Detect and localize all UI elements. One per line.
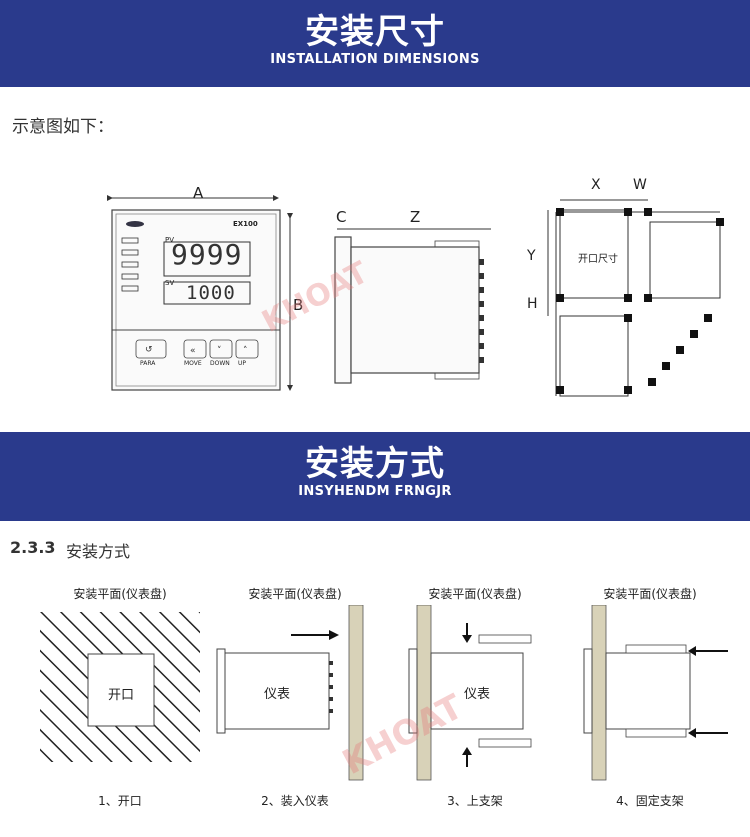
intro-text: 示意图如下： <box>12 117 114 137</box>
section-title-cn: 安装尺寸 <box>305 12 445 52</box>
dimension-y-label: Y <box>527 248 536 264</box>
button-label-para: PARA <box>140 360 156 367</box>
svg-text:↺: ↺ <box>145 345 153 355</box>
subsection-title: 安装方式 <box>66 542 131 561</box>
section2-title-en: INSYHENDM FRNGJR <box>298 484 452 499</box>
step3-panel-label: 安装平面(仪表盘) <box>428 587 522 601</box>
step3-body-text: 仪表 <box>463 687 490 702</box>
dimension-h-label: H <box>527 296 538 312</box>
subsection-number: 2.3.3 <box>10 538 56 557</box>
step2-panel-label: 安装平面(仪表盘) <box>248 587 342 601</box>
svg-text:«: « <box>190 346 196 356</box>
device-model-label: EX100 <box>233 220 258 228</box>
svg-text:˄: ˄ <box>243 346 248 356</box>
svg-text:˅: ˅ <box>217 346 222 356</box>
step1-caption: 1、开口 <box>98 794 142 808</box>
section-banner-dimensions: 安装尺寸 INSTALLATION DIMENSIONS <box>0 0 750 87</box>
section-banner-installation: 安装方式 INSYHENDM FRNGJR <box>0 432 750 521</box>
step4-panel-label: 安装平面(仪表盘) <box>603 587 697 601</box>
step1-cutout-diagram <box>40 612 200 762</box>
step2-body-text: 仪表 <box>263 687 290 702</box>
step3-bracket-diagram <box>408 605 532 781</box>
dimension-z-label: Z <box>410 208 421 226</box>
section-title-en: INSTALLATION DIMENSIONS <box>270 52 480 67</box>
sv-display-value: 1000 <box>186 282 236 304</box>
dimension-x-label: X <box>591 177 601 193</box>
dimension-w-label: W <box>633 177 647 193</box>
dimension-a-label: A <box>193 184 204 202</box>
button-label-move: MOVE <box>184 360 202 367</box>
step1-body-text: 开口 <box>107 688 134 703</box>
pv-label: PV <box>165 236 175 244</box>
dimension-c-label: C <box>336 208 347 226</box>
cutout-size-label: 开口尺寸 <box>578 254 618 265</box>
step1-panel-label: 安装平面(仪表盘) <box>73 587 167 601</box>
section2-title-cn: 安装方式 <box>305 444 445 484</box>
step2-insert-diagram <box>216 605 364 781</box>
step3-caption: 3、上支架 <box>447 794 503 808</box>
dimension-b-label: B <box>293 296 304 314</box>
step4-caption: 4、固定支架 <box>616 794 684 808</box>
step2-caption: 2、装入仪表 <box>261 794 329 808</box>
pv-display-value: 9999 <box>171 238 243 271</box>
sv-label: SV <box>165 279 175 287</box>
step4-fix-diagram <box>583 605 728 781</box>
button-label-down: DOWN <box>210 360 230 367</box>
button-label-up: UP <box>238 360 247 367</box>
front-view-diagram: ↺ « ˅ ˄ <box>107 195 293 391</box>
cutout-view-diagram <box>547 199 724 397</box>
side-view-diagram <box>334 228 491 384</box>
